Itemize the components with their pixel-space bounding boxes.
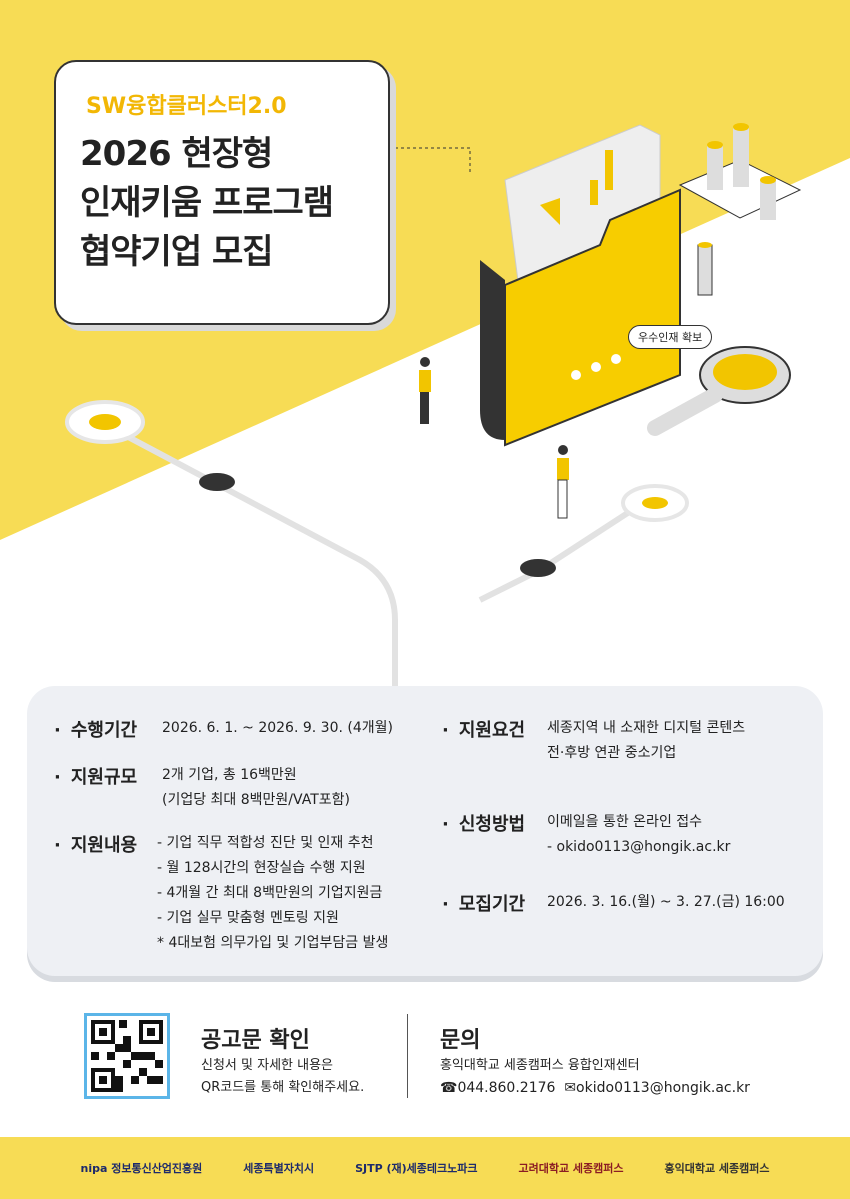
contact-email[interactable]: ✉okido0113@hongik.ac.kr <box>564 1080 750 1096</box>
info-label: 모집기간 <box>442 890 547 916</box>
logo-hongik-univ: 홍익대학교 세종캠퍼스 <box>664 1162 770 1175</box>
qr-code[interactable] <box>84 1013 170 1099</box>
info-value: 이메일을 통한 온라인 접수 <box>547 814 703 830</box>
contact-info: ☎044.860.2176 ✉okido0113@hongik.ac.kr <box>440 1077 750 1099</box>
person-icon <box>419 357 569 519</box>
program-subtitle: SW융합클러스터2.0 <box>86 94 287 119</box>
notice-text: 신청서 및 자세한 내용은 QR코드를 통해 확인해주세요. <box>201 1055 364 1099</box>
info-value: 2026. 3. 16.(월) ~ 3. 27.(금) 16:00 <box>547 894 785 910</box>
chart-pillars-icon <box>678 123 802 296</box>
info-value: (기업당 최대 8백만원/VAT포함) <box>162 792 350 808</box>
talent-badge: 우수인재 확보 <box>628 325 713 349</box>
logo-sjtp: SJTP (재)세종테크노파크 <box>355 1162 478 1175</box>
magnifier-icon <box>647 346 791 436</box>
info-content: 지원내용 - 기업 직무 적합성 진단 및 인재 추천 - 월 128시간의 현장… <box>54 831 389 956</box>
info-value: - 4개월 간 최대 8백만원의 기업지원금 <box>157 885 383 901</box>
contact-org: 홍익대학교 세종캠퍼스 융합인재센터 <box>440 1058 640 1073</box>
info-value: - 기업 실무 맞춤형 멘토링 지원 <box>157 910 339 926</box>
info-label: 지원규모 <box>54 763 162 813</box>
info-value: 전·후방 연관 중소기업 <box>547 745 677 761</box>
contact-title: 문의 <box>440 1028 481 1053</box>
divider <box>407 1014 408 1098</box>
info-value: 2026. 6. 1. ~ 2026. 9. 30. (4개월) <box>162 720 393 736</box>
info-recruit: 모집기간 2026. 3. 16.(월) ~ 3. 27.(금) 16:00 <box>442 890 785 916</box>
info-panel: 수행기간 2026. 6. 1. ~ 2026. 9. 30. (4개월) 지원… <box>27 686 823 976</box>
info-period: 수행기간 2026. 6. 1. ~ 2026. 9. 30. (4개월) <box>54 716 393 742</box>
email-link[interactable]: - okido0113@hongik.ac.kr <box>547 839 731 855</box>
info-label: 지원내용 <box>54 831 157 956</box>
info-apply: 신청방법 이메일을 통한 온라인 접수 - okido0113@hongik.ac… <box>442 810 731 860</box>
info-value: - 기업 직무 적합성 진단 및 인재 추천 <box>157 835 374 851</box>
notice-title: 공고문 확인 <box>201 1028 310 1053</box>
qr-code-icon <box>91 1020 163 1092</box>
title-line: 2026 현장형 <box>80 134 273 174</box>
footer-logos: nipa 정보통신산업진흥원 세종특별자치시 SJTP (재)세종테크노파크 고… <box>0 1137 850 1199</box>
notice-line: QR코드를 통해 확인해주세요. <box>201 1080 365 1095</box>
notice-line: 신청서 및 자세한 내용은 <box>201 1058 333 1073</box>
info-value: - 월 128시간의 현장실습 수행 지원 <box>157 860 366 876</box>
info-value: 세종지역 내 소재한 디지털 콘텐츠 <box>547 720 746 736</box>
info-scale: 지원규모 2개 기업, 총 16백만원 (기업당 최대 8백만원/VAT포함) <box>54 763 350 813</box>
page-title: 2026 현장형 인재키움 프로그램 협약기업 모집 <box>80 130 388 277</box>
folder-icon <box>480 124 681 447</box>
info-value: * 4대보험 의무가입 및 기업부담금 발생 <box>157 935 389 951</box>
info-label: 지원요건 <box>442 716 547 766</box>
info-value: 2개 기업, 총 16백만원 <box>162 767 297 783</box>
logo-sejong-city: 세종특별자치시 <box>243 1162 315 1175</box>
contact-phone[interactable]: ☎044.860.2176 <box>440 1080 556 1096</box>
title-line: 인재키움 프로그램 <box>80 183 334 223</box>
logo-nipa: nipa 정보통신산업진흥원 <box>80 1162 203 1175</box>
logo-korea-univ: 고려대학교 세종캠퍼스 <box>518 1162 624 1175</box>
info-label: 수행기간 <box>54 716 162 742</box>
title-card: SW융합클러스터2.0 2026 현장형 인재키움 프로그램 협약기업 모집 <box>54 60 390 325</box>
title-line: 협약기업 모집 <box>80 232 274 272</box>
info-label: 신청방법 <box>442 810 547 860</box>
